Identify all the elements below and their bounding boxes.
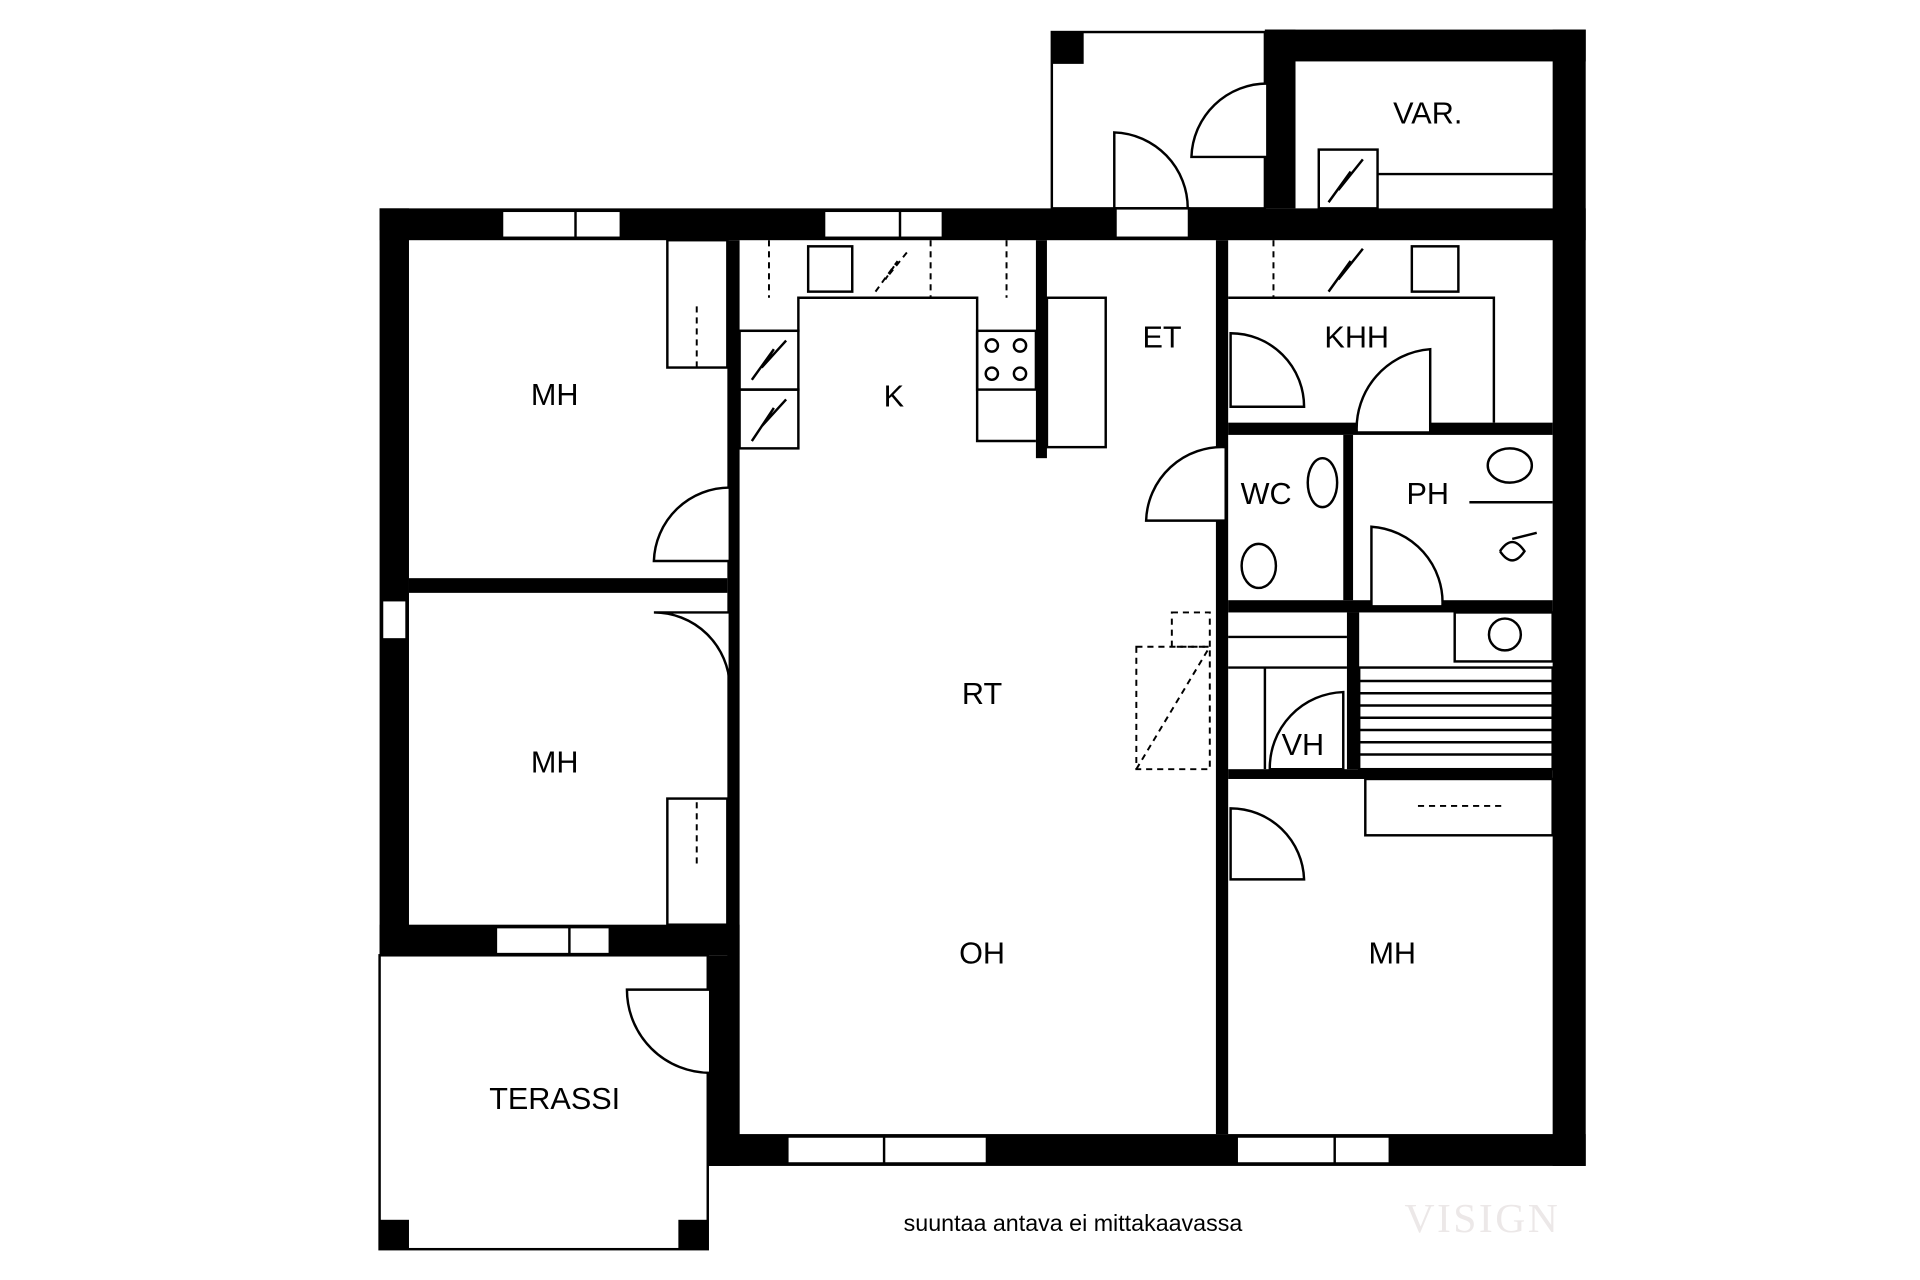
fixtures (738, 158, 1538, 590)
room-label-k: K (884, 379, 905, 413)
room-label-var: VAR. (1393, 96, 1462, 130)
khh-sink-icon (1410, 245, 1460, 293)
room-label-mh: MH (1368, 936, 1416, 970)
room-label-et: ET (1142, 320, 1181, 354)
walls (378, 29, 1586, 1251)
room-label-rt: RT (962, 677, 1002, 711)
room-label-oh: OH (959, 936, 1005, 970)
watermark: VISIGN (1404, 1196, 1560, 1242)
room-labels: MH K ET KHH VAR. WC PH MH RT VH OH MH TE… (489, 96, 1462, 1116)
room-label-khh: KHH (1324, 320, 1389, 354)
kitchen-sink-icon (806, 245, 854, 293)
room-label-ph: PH (1406, 477, 1449, 511)
stove-icon (975, 329, 1038, 391)
toilet-icon (1240, 542, 1278, 590)
washbasin-icon (1306, 456, 1339, 509)
dashed-fixtures (695, 240, 1504, 864)
windows (380, 209, 1392, 1165)
shower-icon (1498, 531, 1538, 562)
room-label-mh: MH (531, 378, 579, 412)
room-label-vh: VH (1282, 728, 1325, 762)
scale-note: suuntaa antava ei mittakaavassa (904, 1210, 1243, 1236)
room-label-mh: MH (531, 745, 579, 779)
room-label-wc: WC (1241, 477, 1292, 511)
sauna-bench (1357, 611, 1554, 771)
toilet-icon (1486, 447, 1534, 484)
doors (625, 82, 1444, 1075)
room-label-terassi: TERASSI (489, 1082, 620, 1116)
